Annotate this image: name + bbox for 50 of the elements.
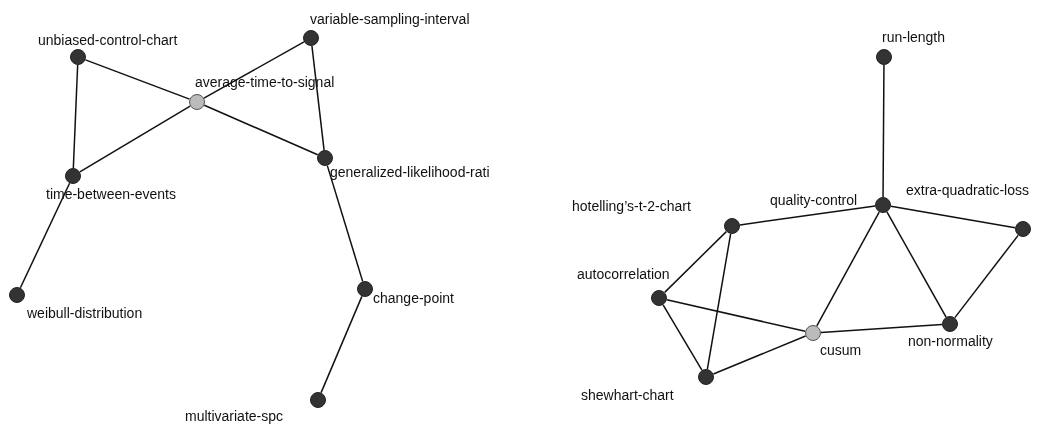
node-circle [1015, 221, 1031, 237]
node-circle [357, 281, 373, 297]
node-label: multivariate-spc [185, 408, 284, 424]
node-label: extra-quadratic-loss [906, 182, 1029, 198]
node-circle [698, 369, 714, 385]
node-label: quality-control [770, 192, 858, 208]
node-circle [70, 49, 86, 65]
connector-line [712, 335, 807, 375]
node-circle [189, 94, 205, 110]
connector-line [666, 299, 806, 332]
connector-line [816, 211, 880, 327]
node-label: hotelling’s-t-2-chart [572, 198, 691, 214]
node-circle [303, 30, 319, 46]
node-label: weibull-distribution [27, 305, 143, 321]
node-circle [651, 290, 667, 306]
connector-line [663, 230, 728, 294]
node-circle [65, 168, 81, 184]
node-circle [724, 218, 740, 234]
connector-line [79, 105, 191, 173]
node-label: change-point [373, 290, 454, 306]
node-circle [9, 287, 25, 303]
node-label: unbiased-control-chart [38, 32, 178, 48]
node-label: run-length [882, 29, 946, 45]
node-circle [310, 392, 326, 408]
node-circle [942, 316, 958, 332]
node-circle [875, 197, 891, 213]
connector-line [19, 182, 71, 289]
node-circle [876, 49, 892, 65]
connector-line [706, 233, 732, 370]
connector-line [886, 211, 947, 318]
connector-line [84, 59, 191, 100]
connector-line [311, 45, 325, 151]
connector-line [662, 304, 703, 371]
connector-line [954, 234, 1019, 319]
node-circle [317, 150, 333, 166]
connector-line [739, 205, 876, 226]
connector-line [890, 205, 1016, 229]
node-label: shewhart-chart [581, 387, 674, 403]
node-label: non-normality [908, 333, 993, 349]
connector-line [882, 64, 885, 198]
connector-line [203, 104, 319, 156]
node-label: autocorrelation [577, 266, 670, 282]
node-circle [805, 325, 821, 341]
node-label: cusum [820, 342, 862, 358]
connector-line [72, 64, 79, 169]
node-label: generalized-likelihood-rati [330, 164, 490, 180]
connector-line [326, 164, 364, 283]
connector-line [820, 323, 943, 334]
connector-line [320, 295, 363, 394]
node-label: variable-sampling-interval [310, 11, 470, 27]
